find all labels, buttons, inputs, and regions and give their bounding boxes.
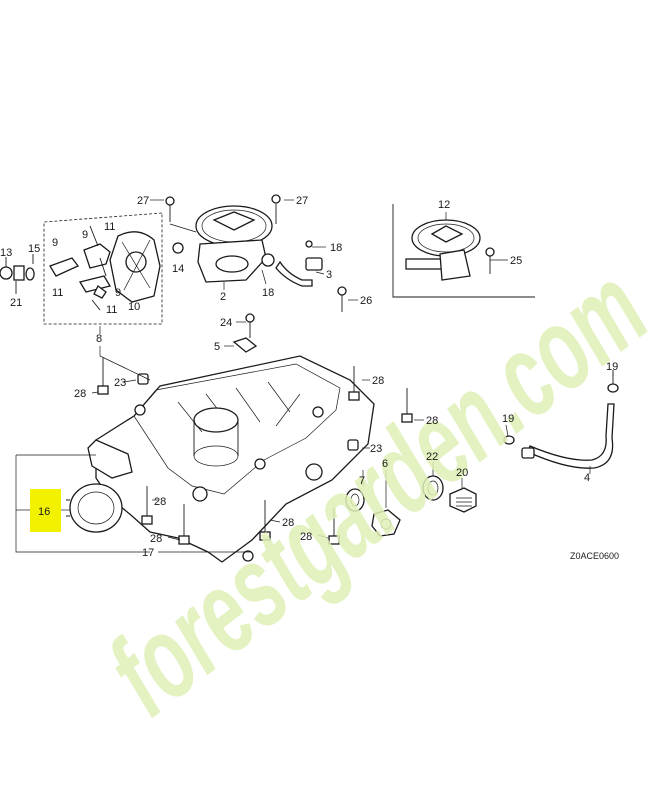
callout-4: 4 (584, 472, 590, 484)
dipstick-tube (503, 370, 619, 469)
callout-9: 9 (115, 287, 121, 299)
oil-seal (66, 483, 123, 533)
callout-7: 7 (359, 475, 365, 487)
callout-28: 28 (426, 415, 438, 427)
callout-24: 24 (220, 317, 232, 329)
callout-25: 25 (510, 255, 522, 267)
callout-16: 16 (38, 506, 50, 518)
callout-15: 15 (28, 243, 40, 255)
callout-11: 11 (52, 287, 63, 299)
callout-18: 18 (262, 287, 274, 299)
callout-28: 28 (150, 533, 162, 545)
callouts: 27 27 9 11 9 13 15 21 14 9 11 11 10 8 18… (0, 195, 618, 559)
callout-20: 20 (456, 467, 468, 479)
callout-19: 19 (606, 361, 618, 373)
callout-11: 11 (104, 221, 115, 233)
callout-27-left: 27 (137, 195, 149, 207)
image-code: Z0ACE0600 (570, 551, 619, 561)
callout-12: 12 (438, 199, 450, 211)
callout-11: 11 (106, 304, 117, 316)
case-bolts (97, 286, 413, 562)
callout-28: 28 (154, 496, 166, 508)
callout-28: 28 (74, 388, 86, 400)
callout-14: 14 (172, 263, 184, 275)
callout-5: 5 (214, 341, 220, 353)
callout-3: 3 (326, 269, 332, 281)
callout-28: 28 (282, 517, 294, 529)
oil-pump-assembly (165, 194, 323, 287)
callout-10: 10 (128, 301, 140, 313)
callout-13: 13 (0, 247, 12, 259)
callout-19: 19 (502, 413, 514, 425)
leader-lines (15, 199, 614, 553)
callout-22: 22 (426, 451, 438, 463)
callout-17: 17 (142, 547, 154, 559)
callout-23: 23 (114, 377, 126, 389)
gear-inset (392, 204, 535, 298)
callout-28: 28 (372, 375, 384, 387)
governor-assembly-group (43, 212, 163, 325)
callout-9: 9 (52, 237, 58, 249)
left-hardware (0, 254, 35, 294)
callout-8: 8 (96, 333, 102, 345)
callout-21: 21 (10, 297, 22, 309)
highlight-part-16 (30, 489, 61, 532)
callout-2: 2 (220, 291, 226, 303)
callout-18: 18 (330, 242, 342, 254)
callout-23: 23 (370, 443, 382, 455)
callout-27-right: 27 (296, 195, 308, 207)
callout-9: 9 (82, 229, 88, 241)
crankcase-cover (87, 355, 375, 563)
drain-hardware (345, 475, 477, 537)
callout-26: 26 (360, 295, 372, 307)
callout-28: 28 (300, 531, 312, 543)
callout-6: 6 (382, 458, 388, 470)
